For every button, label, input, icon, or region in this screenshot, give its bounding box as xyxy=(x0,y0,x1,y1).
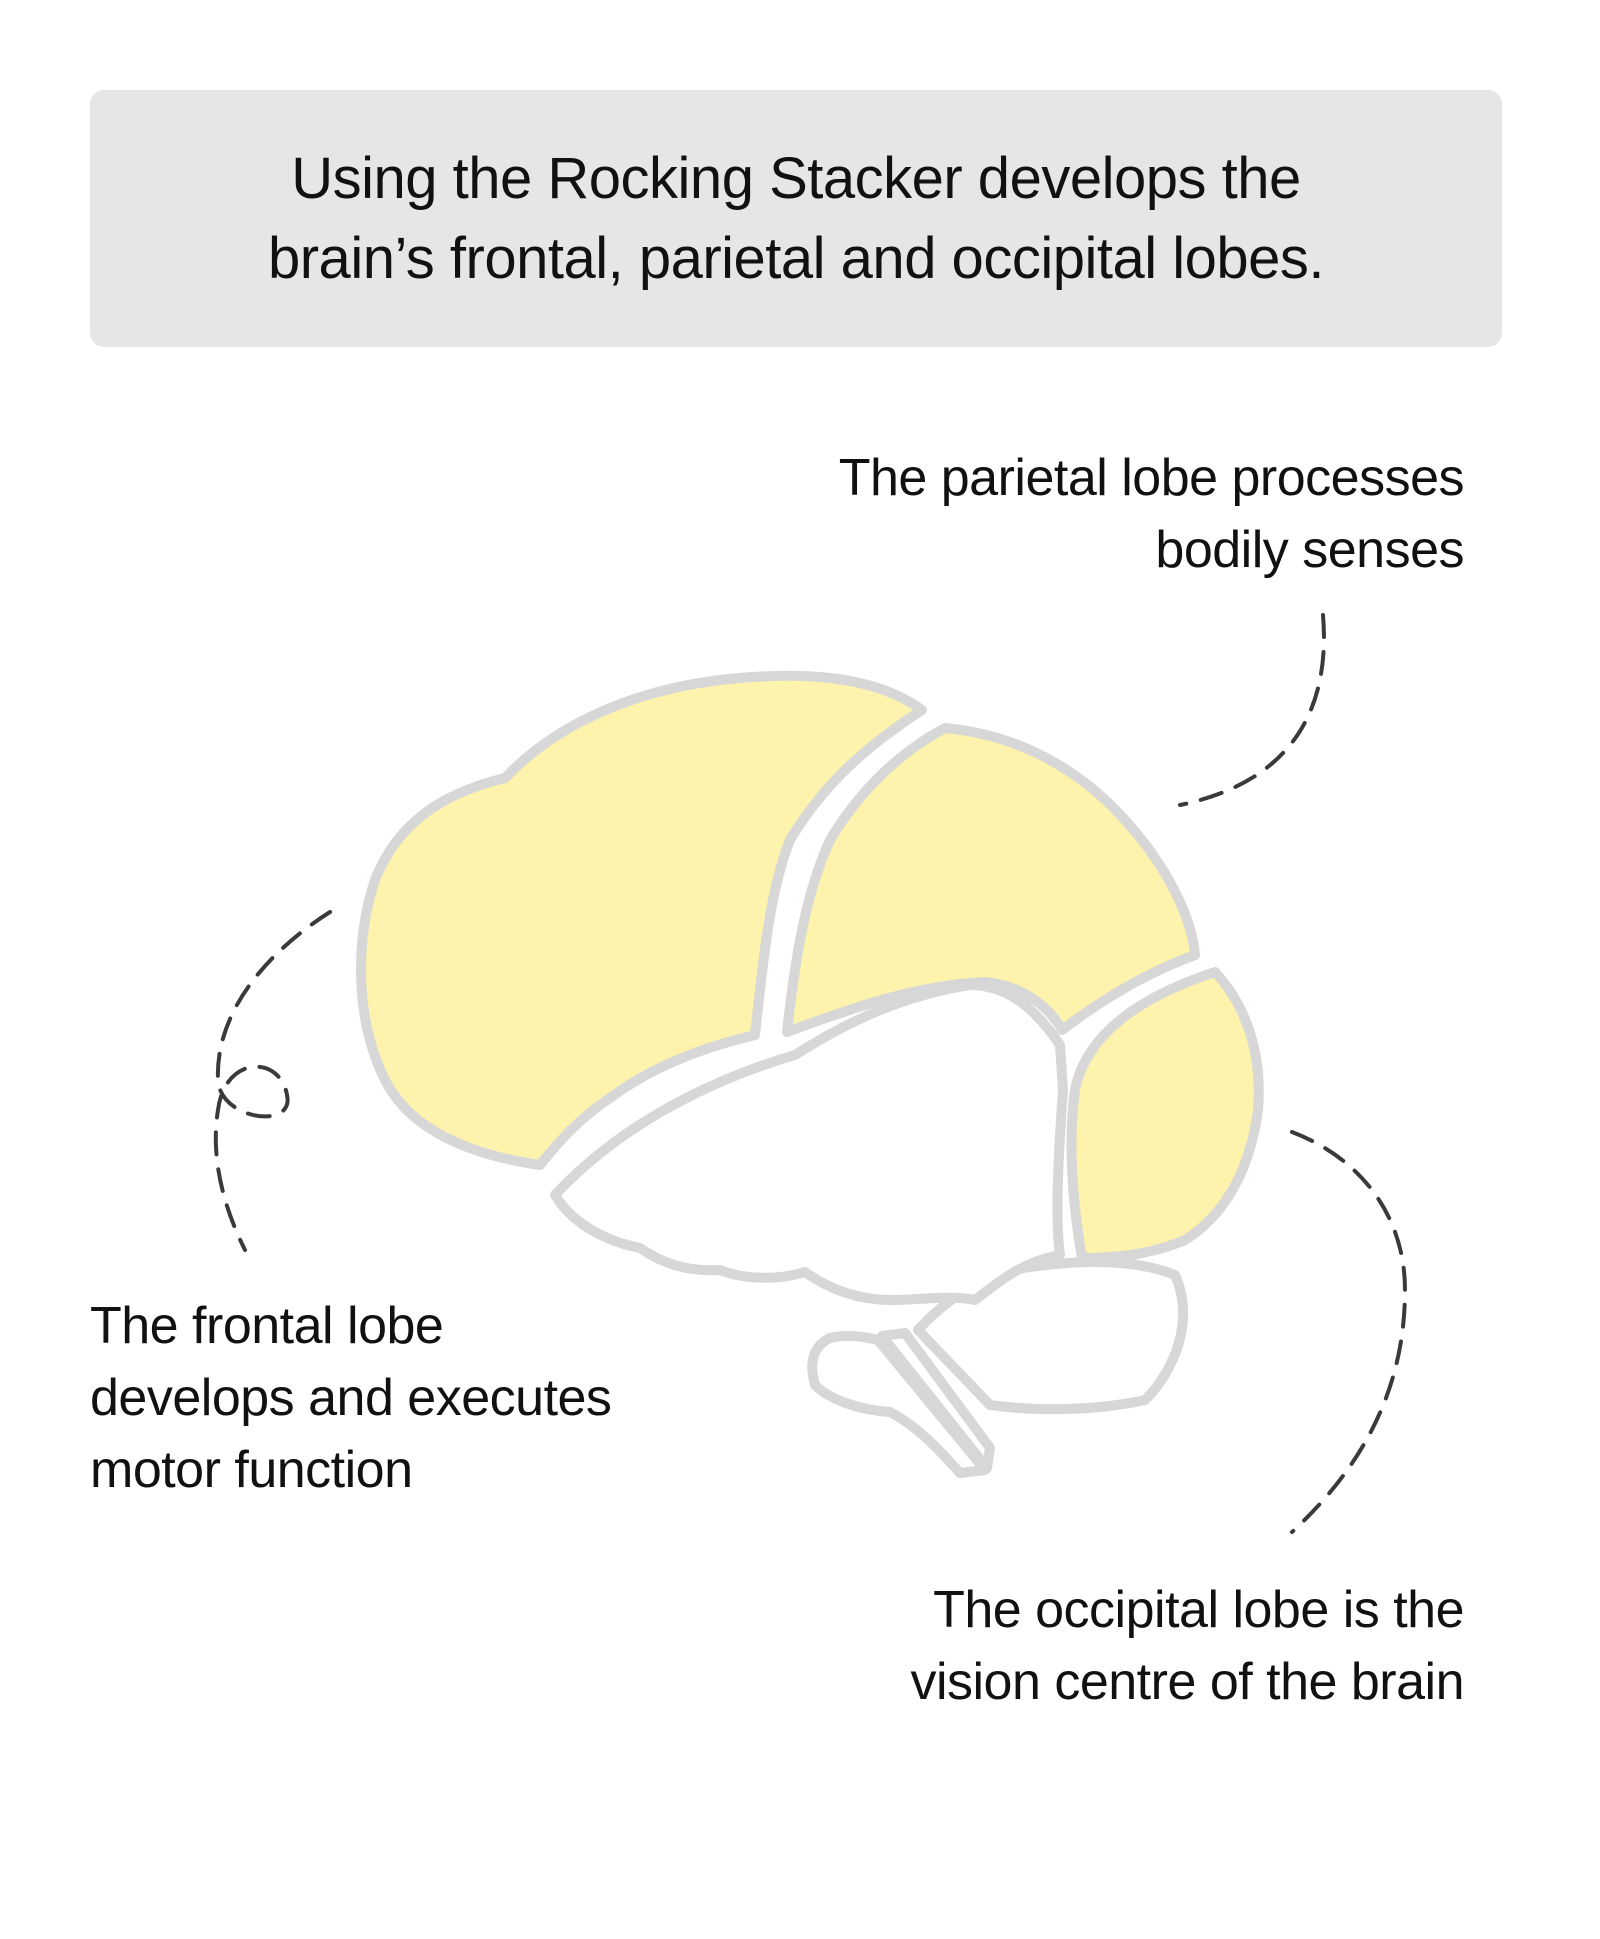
title-line-1: Using the Rocking Stacker develops the xyxy=(291,145,1301,211)
frontal-leader-line xyxy=(213,910,332,1252)
frontal-lobe-label: The frontal lobe develops and executes m… xyxy=(90,1290,612,1506)
parietal-label-line-2: bodily senses xyxy=(1155,521,1464,579)
brainstem-stem xyxy=(877,1328,995,1473)
occipital-lobe-label: The occipital lobe is the vision centre … xyxy=(910,1574,1464,1718)
page-title: Using the Rocking Stacker develops the b… xyxy=(267,139,1325,299)
parietal-lobe[interactable] xyxy=(782,723,1200,1037)
occipital-lobe[interactable] xyxy=(1066,967,1264,1263)
title-line-2: brain’s frontal, parietal and occipital … xyxy=(267,225,1325,291)
occipital-label-line-1: The occipital lobe is the xyxy=(933,1581,1464,1639)
brainstem-region xyxy=(807,1330,990,1478)
frontal-lobe[interactable] xyxy=(356,670,927,1170)
frontal-label-line-2: develops and executes xyxy=(90,1369,612,1427)
parietal-label-line-1: The parietal lobe processes xyxy=(838,449,1465,507)
occipital-leader-line xyxy=(1290,1130,1408,1534)
temporal-region xyxy=(550,980,1068,1305)
frontal-label-line-3: motor function xyxy=(90,1441,413,1499)
title-banner: Using the Rocking Stacker develops the b… xyxy=(90,90,1502,347)
occipital-label-line-2: vision centre of the brain xyxy=(910,1653,1464,1711)
frontal-label-line-1: The frontal lobe xyxy=(90,1297,444,1355)
parietal-leader-line xyxy=(1178,613,1326,807)
parietal-lobe-label: The parietal lobe processes bodily sense… xyxy=(838,442,1465,586)
